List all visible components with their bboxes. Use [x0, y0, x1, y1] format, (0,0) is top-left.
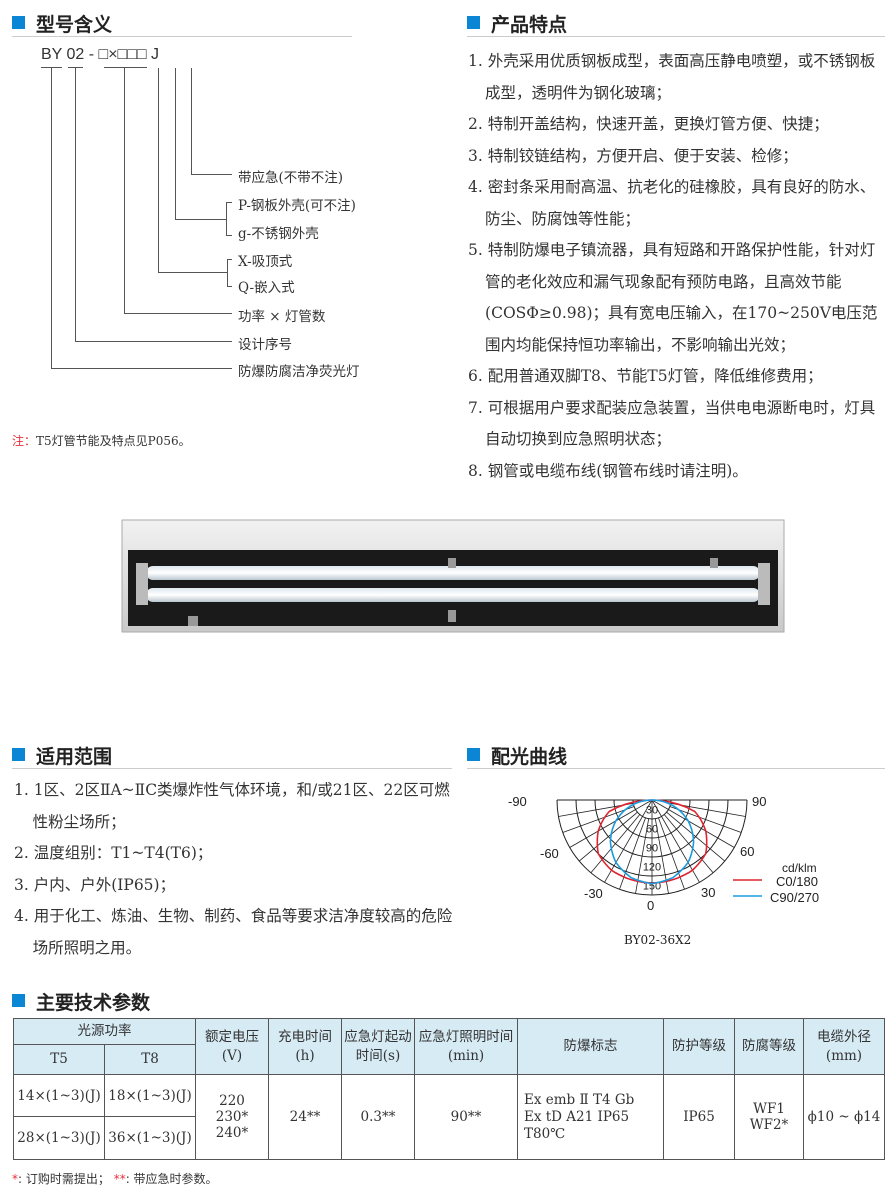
application-item: 2. 温度组别：T1~T4(T6)； [14, 844, 213, 862]
chart-title: BY02-36X2 [624, 933, 691, 947]
cell-cable: ϕ10 ~ ϕ14 [803, 1074, 885, 1160]
grid-spoke [562, 806, 635, 833]
model-code: BY 02 - □×□□□ J [41, 46, 159, 64]
section-curve: 配光曲线 [467, 742, 885, 769]
application-list: 1. 1区、2区ⅡA~ⅡC类爆炸性气体环境，和/或21区、22区可燃性粉尘场所；… [14, 775, 454, 964]
feature-item: 1. 外壳采用优质钢板成型，表面高压静电喷塑，或不锈钢板成型，透明件为钢化玻璃； [468, 52, 876, 102]
model-label: X-吸顶式 [238, 254, 293, 270]
angle-label: -30 [584, 886, 603, 901]
unit-label: cd/klm [782, 861, 817, 875]
cell-ip: IP65 [663, 1074, 735, 1160]
bullet-square-icon [12, 748, 25, 761]
section-features: 产品特点 [467, 10, 885, 37]
th-voltage: 额定电压(V) [195, 1018, 269, 1075]
angle-label: 0 [647, 898, 654, 913]
bullet-square-icon [12, 994, 25, 1007]
feature-item: 5. 特制防爆电子镇流器，具有短路和开路保护性能，针对灯管的老化效应和漏气现象配… [468, 241, 878, 354]
th-charge: 充电时间(h) [268, 1018, 342, 1075]
bullet-square-icon [467, 16, 480, 29]
cell-start: 0.3** [341, 1074, 415, 1160]
radial-tick: 60 [646, 824, 658, 836]
th-cable: 电缆外径(mm) [803, 1018, 885, 1075]
model-label: g-不锈钢外壳 [238, 226, 319, 242]
th-power: 光源功率 [13, 1018, 196, 1045]
legend-c90: C90/270 [770, 890, 819, 905]
application-item: 3. 户内、户外(IP65)； [14, 875, 176, 894]
legend-c0: C0/180 [776, 874, 818, 889]
code-boxes: □×□□□ [98, 46, 147, 63]
feature-item: 4. 密封条采用耐高温、抗老化的硅橡胶，具有良好的防水、防尘、防腐蚀等性能； [468, 178, 876, 228]
cell-voltage: 220 230* 240* [195, 1074, 269, 1160]
th-anti: 防腐等级 [734, 1018, 804, 1075]
model-label: 功率 × 灯管数 [238, 309, 326, 325]
cell-t8: 36×(1~3)(J) [104, 1116, 196, 1160]
cell-t8: 18×(1~3)(J) [104, 1074, 196, 1117]
grid-spoke [590, 814, 641, 874]
angle-label: -60 [540, 846, 559, 861]
code-prefix: BY [41, 46, 63, 63]
section-application: 适用范围 [12, 742, 452, 769]
cell-exmark: Ex emb Ⅱ T4 Gb Ex tD A21 IP65 T80℃ [517, 1074, 664, 1160]
feature-item: 7. 可根据用户要求配装应急装置，当供电电源断电时，灯具自动切换到应急照明状态； [468, 398, 876, 449]
cell-t5: 14×(1~3)(J) [13, 1074, 105, 1117]
th-exmark: 防爆标志 [517, 1018, 664, 1075]
grid-spoke [651, 799, 735, 848]
feature-item: 2. 特制开盖结构，快速开盖，更换灯管方便、快捷； [468, 115, 829, 133]
cell-charge: 24** [268, 1074, 342, 1160]
angle-label: 30 [701, 885, 715, 900]
grid-spoke [663, 814, 714, 874]
feature-item: 3. 特制铰链结构，方便开启、便于安装、检修； [468, 146, 798, 165]
grid-spoke [651, 799, 700, 883]
model-label: 设计序号 [238, 337, 292, 353]
feature-item: 6. 配用普通双脚T8、节能T5灯管，降低维修费用； [468, 367, 823, 385]
th-emerg: 应急灯照明时间(min) [414, 1018, 518, 1075]
footnote: *: 订购时需提出； **: 带应急时参数。 [12, 1172, 218, 1186]
spec-table: 光源功率 额定电压(V) 充电时间(h) 应急灯起动时间(s) 应急灯照明时间(… [13, 1018, 885, 1160]
angle-label: 60 [740, 844, 754, 859]
grid-spoke [604, 799, 653, 883]
grid-spoke [666, 811, 726, 862]
grid-spoke [669, 806, 742, 833]
feature-item: 8. 钢管或电缆布线(钢管布线时请注明)。 [468, 461, 748, 480]
angle-label: 90 [752, 794, 766, 809]
th-t5: T5 [13, 1044, 105, 1075]
code-dash: - [88, 46, 95, 63]
model-label: 防爆防腐洁净荧光灯 [238, 364, 360, 380]
model-label: 带应急(不带不注) [238, 170, 344, 186]
application-item: 4. 用于化工、炼油、生物、制药、食品等要求洁净度较高的危险场所照明之用。 [14, 907, 453, 957]
section-params: 主要技术参数 [12, 988, 885, 1014]
th-ip: 防护等级 [663, 1018, 735, 1075]
code-series: 02 [66, 46, 85, 63]
grid-spoke [569, 799, 653, 848]
curve-C90-270 [609, 799, 695, 885]
radial-tick: 120 [643, 862, 661, 874]
angle-label: -90 [508, 794, 527, 809]
cell-t5: 28×(1~3)(J) [13, 1116, 105, 1160]
grid-spoke [578, 811, 638, 862]
model-note: 注：T5灯管节能及特点见P056。 [12, 434, 191, 448]
bullet-square-icon [467, 748, 480, 761]
th-start: 应急灯起动时间(s) [341, 1018, 415, 1075]
radial-tick: 90 [646, 843, 658, 855]
product-lamp-image [121, 519, 785, 633]
section-model: 型号含义 [12, 10, 352, 37]
radial-tick: 30 [646, 805, 658, 817]
bullet-square-icon [12, 16, 25, 29]
features-list: 1. 外壳采用优质钢板成型，表面高压静电喷塑，或不锈钢板成型，透明件为钢化玻璃；… [468, 46, 888, 487]
code-suffix: J [151, 46, 159, 63]
cell-anti: WF1 WF2* [734, 1074, 804, 1160]
application-item: 1. 1区、2区ⅡA~ⅡC类爆炸性气体环境，和/或21区、22区可燃性粉尘场所； [14, 781, 450, 831]
cell-emerg: 90** [414, 1074, 518, 1160]
th-t8: T8 [104, 1044, 196, 1075]
model-label: P-钢板外壳(可不注) [238, 198, 356, 214]
model-label: Q-嵌入式 [238, 280, 295, 296]
